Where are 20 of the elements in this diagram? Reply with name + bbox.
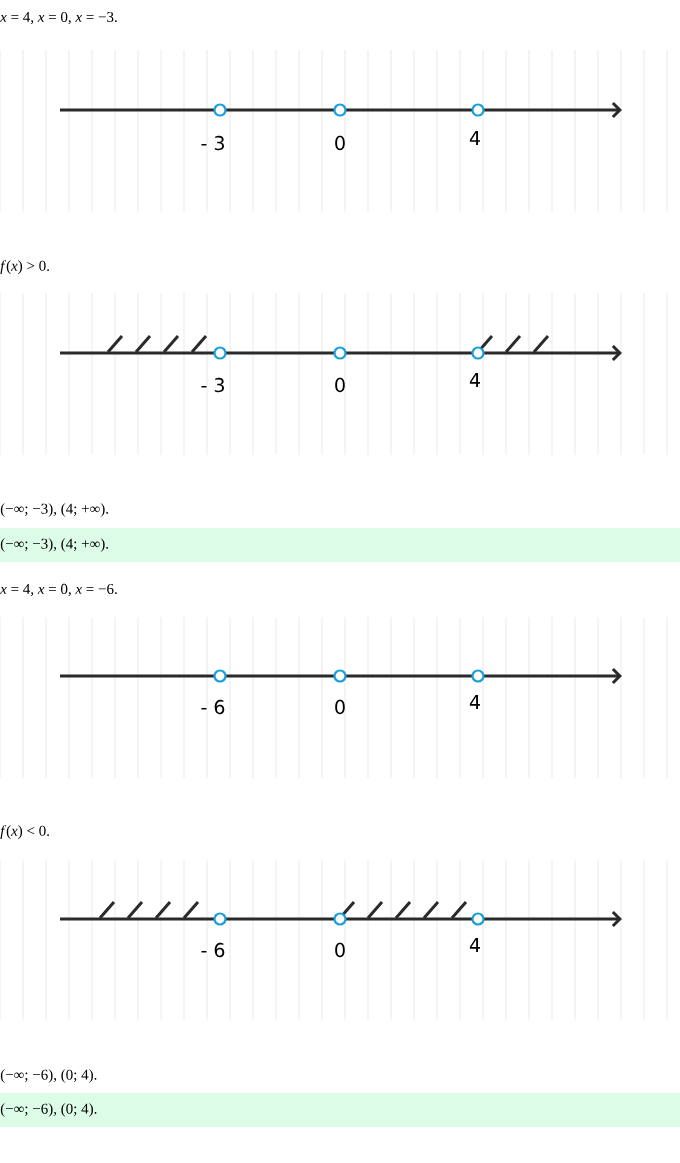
- tick-label: - 6: [201, 699, 225, 715]
- tick-label: 0: [335, 942, 345, 958]
- tick-label: 0: [335, 377, 345, 393]
- tick-label: - 3: [201, 377, 224, 393]
- formula-text: x = 4, x = 0, x = −6.: [0, 583, 117, 597]
- answer-highlight: (−∞; −6), (0; 4).: [0, 1093, 680, 1127]
- tick-label: 4: [469, 131, 480, 145]
- tick-label: - 6: [201, 942, 225, 958]
- tick-label: 0: [335, 699, 345, 715]
- tick-label: 4: [469, 938, 480, 952]
- answer-highlight: (−∞; −3), (4; +∞).: [0, 528, 680, 562]
- formula-text: f(x) < 0.: [0, 825, 49, 839]
- tick-label: 4: [469, 695, 480, 709]
- formula-text: (−∞; −6), (0; 4).: [0, 1069, 97, 1083]
- tick-label: - 3: [201, 135, 224, 151]
- formula-text: x = 4, x = 0, x = −3.: [0, 11, 117, 25]
- formula-text: f(x) > 0.: [0, 260, 49, 274]
- tick-label: 0: [335, 135, 345, 151]
- formula-text: (−∞; −3), (4; +∞).: [0, 503, 109, 517]
- tick-label: 4: [469, 373, 480, 387]
